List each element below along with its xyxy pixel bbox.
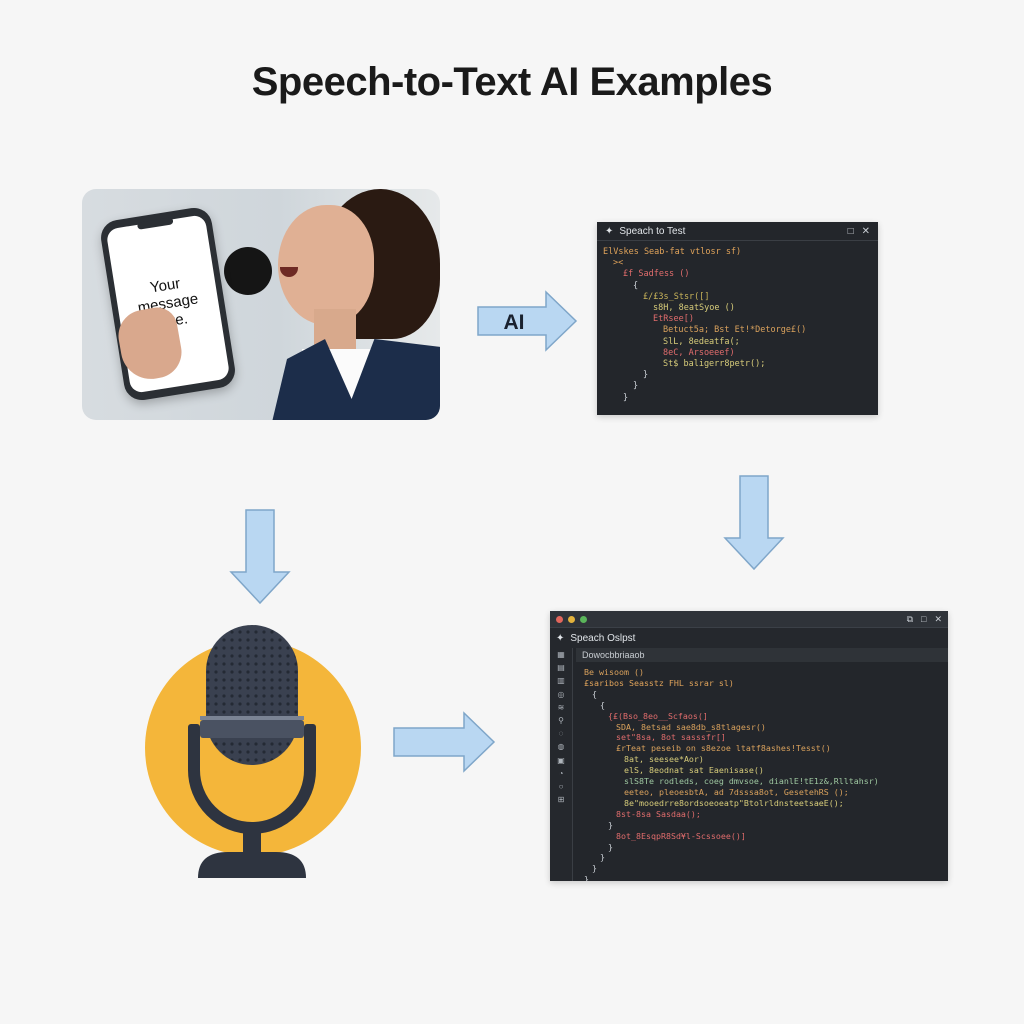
code-line: } [592,863,597,874]
panel2-code-area: Be wisoom ()£saribos Seasstz FHL ssrar s… [584,665,944,881]
panel2-tab[interactable]: Dowocbbriaaob [576,648,948,662]
code-line: 8e"mooedrre8ordsoeoeatp"Btolrldnsteetsae… [624,797,844,808]
down-arrow-left [229,509,291,605]
sidebar-tool-icon[interactable]: ◍ [557,742,565,752]
window-close-dot[interactable] [556,615,563,623]
code-line: eeteo, pleoesbtA, ad 7dsssa8ot, GesetehR… [624,786,849,797]
sidebar-tool-icon[interactable]: ◌ [558,729,564,739]
panel2-sidebar: ▦ ▤ ▥ ◎ ≋ ⚲ ◌ ◍ ▣ ◔ ○ ⊞ [550,648,573,881]
restore-icon[interactable]: ⧉ [906,613,914,624]
mouth [280,267,298,277]
mic-band [200,720,304,738]
mic-stand [243,825,261,855]
down-arrow-right [723,475,785,571]
code-line: } [643,370,649,381]
code-line: £saribos Seasstz FHL ssrar sl) [584,677,734,688]
code-line: Betuct5a; Bst Et!*Detorge£() [663,325,807,336]
ai-arrow-label: AI [504,311,525,334]
sidebar-tool-icon[interactable]: ◔ [558,768,564,778]
code-line: ElVskes Seab-fat vtlosr sf) [603,247,742,257]
code-line: set"8sa, 8ot sasssfr[] [616,732,726,743]
ai-arrow-shape [477,290,578,352]
code-line: } [633,381,639,392]
speech-to-text-panel: ✦ Speach to Test □ ✕ ElVskes Seab-fat vt… [597,222,878,415]
speech-output-panel: ⧉ □ ✕ ✦ Speach Oslpst ▦ ▤ ▥ ◎ ≋ ⚲ ◌ ◍ ▣ ◔ ○ ⊞ Dowoc… [550,611,948,881]
panel2-window-bar: ⧉ □ ✕ [550,611,948,628]
code-line: { [600,699,605,710]
code-line: s8H, 8eatSyoe () [653,303,735,314]
code-line: 8at, seesee*Aor) [624,754,704,765]
code-line: Be wisoom () [584,667,644,677]
code-line: { [592,688,597,699]
page-title: Speech-to-Text AI Examples [251,60,773,104]
code-line: £rTeat peseib on s8ezoe ltatf8ashes!Tess… [616,743,831,754]
close-icon[interactable]: ✕ [934,613,942,624]
panel2-code: Be wisoom ()£saribos Seasstz FHL ssrar s… [584,665,944,881]
sidebar-tool-icon[interactable]: ▣ [557,755,565,765]
sidebar-tool-icon[interactable]: ○ [558,782,564,792]
speaking-woman-photo: Your message here. [82,189,440,420]
panel1-title: Speach to Test [619,225,686,237]
code-line: elS, 8eodnat sat Eaenisase() [624,765,764,776]
code-line: slS8Te rodleds, coeg dmvsoe, dianlE!tE1z… [624,776,879,787]
sidebar-tool-icon[interactable]: ◎ [557,689,565,699]
window-minimize-dot[interactable] [568,615,575,623]
code-line: St$ baligerr8petr(); [663,359,766,370]
code-line: } [608,841,613,852]
code-line: SDA, 8etsad sae8db_s8tlagesr() [616,721,766,732]
code-line: SlL, 8edeatfa(; [663,336,740,347]
code-line: £/£3s_Stsr([] [643,291,710,302]
panel2-body: ▦▤▥◎≋⚲◌◍▣◔○⊞ Dowocbbriaaob Be wisoom ()£… [550,648,948,881]
code-line: £f Sadfess () [623,269,690,280]
panel1-code: ElVskes Seab-fat vtlosr sf)><£f Sadfess … [597,241,878,410]
code-line: } [608,819,613,830]
sidebar-tool-icon[interactable]: ▥ [557,676,565,686]
sparkle-icon: ✦ [605,225,614,237]
window-zoom-dot[interactable] [580,615,587,623]
microphone-ball-icon [224,247,272,295]
sidebar-tool-icon[interactable]: ⚲ [558,716,564,726]
panel2-title: Speach Oslpst [570,632,636,644]
sidebar-tool-icon[interactable]: ≋ [557,702,565,712]
face [278,205,374,325]
sparkle-icon: ✦ [556,632,565,644]
mic-base [198,852,306,878]
sidebar-tool-icon[interactable]: ▦ [557,650,565,659]
code-line: } [584,874,589,881]
code-line: 8ot_8EsqpR8Sd¥l-Scssoee()] [616,830,746,841]
mic-grille [206,625,298,765]
code-line: {£(Bso_8eo__Scfaos(] [608,710,708,721]
panel1-titlebar: ✦ Speach to Test □ ✕ [597,222,878,241]
ai-arrow: AI [477,290,578,352]
code-line: } [623,392,629,403]
microphone-icon [145,625,361,878]
close-icon[interactable]: ✕ [861,225,870,237]
maximize-icon[interactable]: □ [921,614,927,624]
code-line: } [600,852,605,863]
code-line: >< [613,258,624,269]
code-line: 8eC, Arsoeeef) [663,347,735,358]
right-arrow-bottom [393,711,496,773]
maximize-icon[interactable]: □ [847,225,854,237]
panel2-titlebar: ✦ Speach Oslpst [550,628,948,648]
code-line: EtRsee[) [653,314,694,325]
sidebar-tool-icon[interactable]: ⊞ [557,795,565,805]
code-line: { [633,280,639,291]
sidebar-tool-icon[interactable]: ▤ [557,663,565,673]
code-line: 8st-8sa Sasdaa(); [616,808,701,819]
